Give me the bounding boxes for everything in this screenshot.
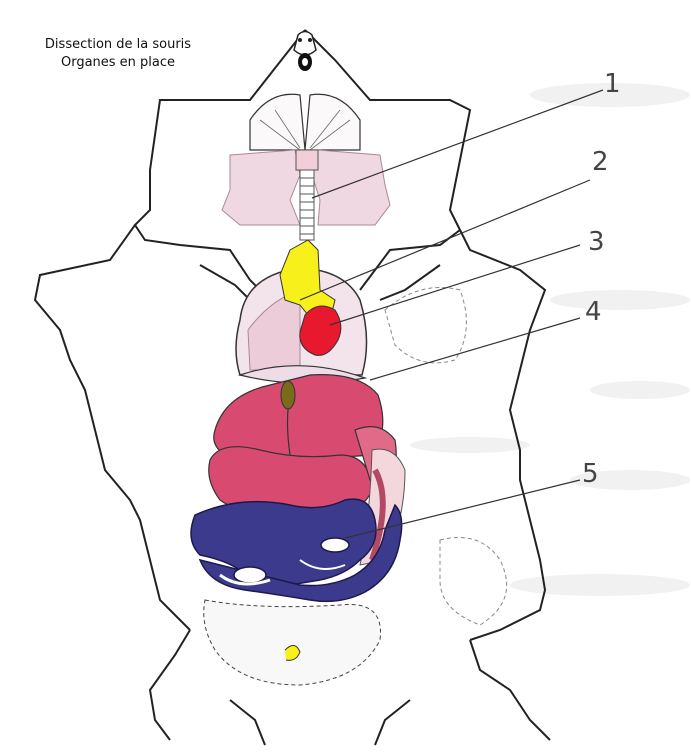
salivary-glands [250, 94, 360, 150]
dashed-contours [385, 288, 507, 626]
label-3: 3 [588, 227, 605, 257]
lower-abdomen [204, 600, 381, 685]
label-2: 2 [592, 147, 609, 177]
label-4: 4 [585, 297, 602, 327]
snout [294, 32, 316, 72]
label-5: 5 [582, 459, 599, 489]
label-1: 1 [604, 69, 621, 99]
paper-smudges [410, 83, 690, 596]
intestine [191, 499, 402, 601]
liver [209, 375, 397, 520]
trachea [296, 150, 318, 240]
gallbladder [281, 381, 295, 409]
